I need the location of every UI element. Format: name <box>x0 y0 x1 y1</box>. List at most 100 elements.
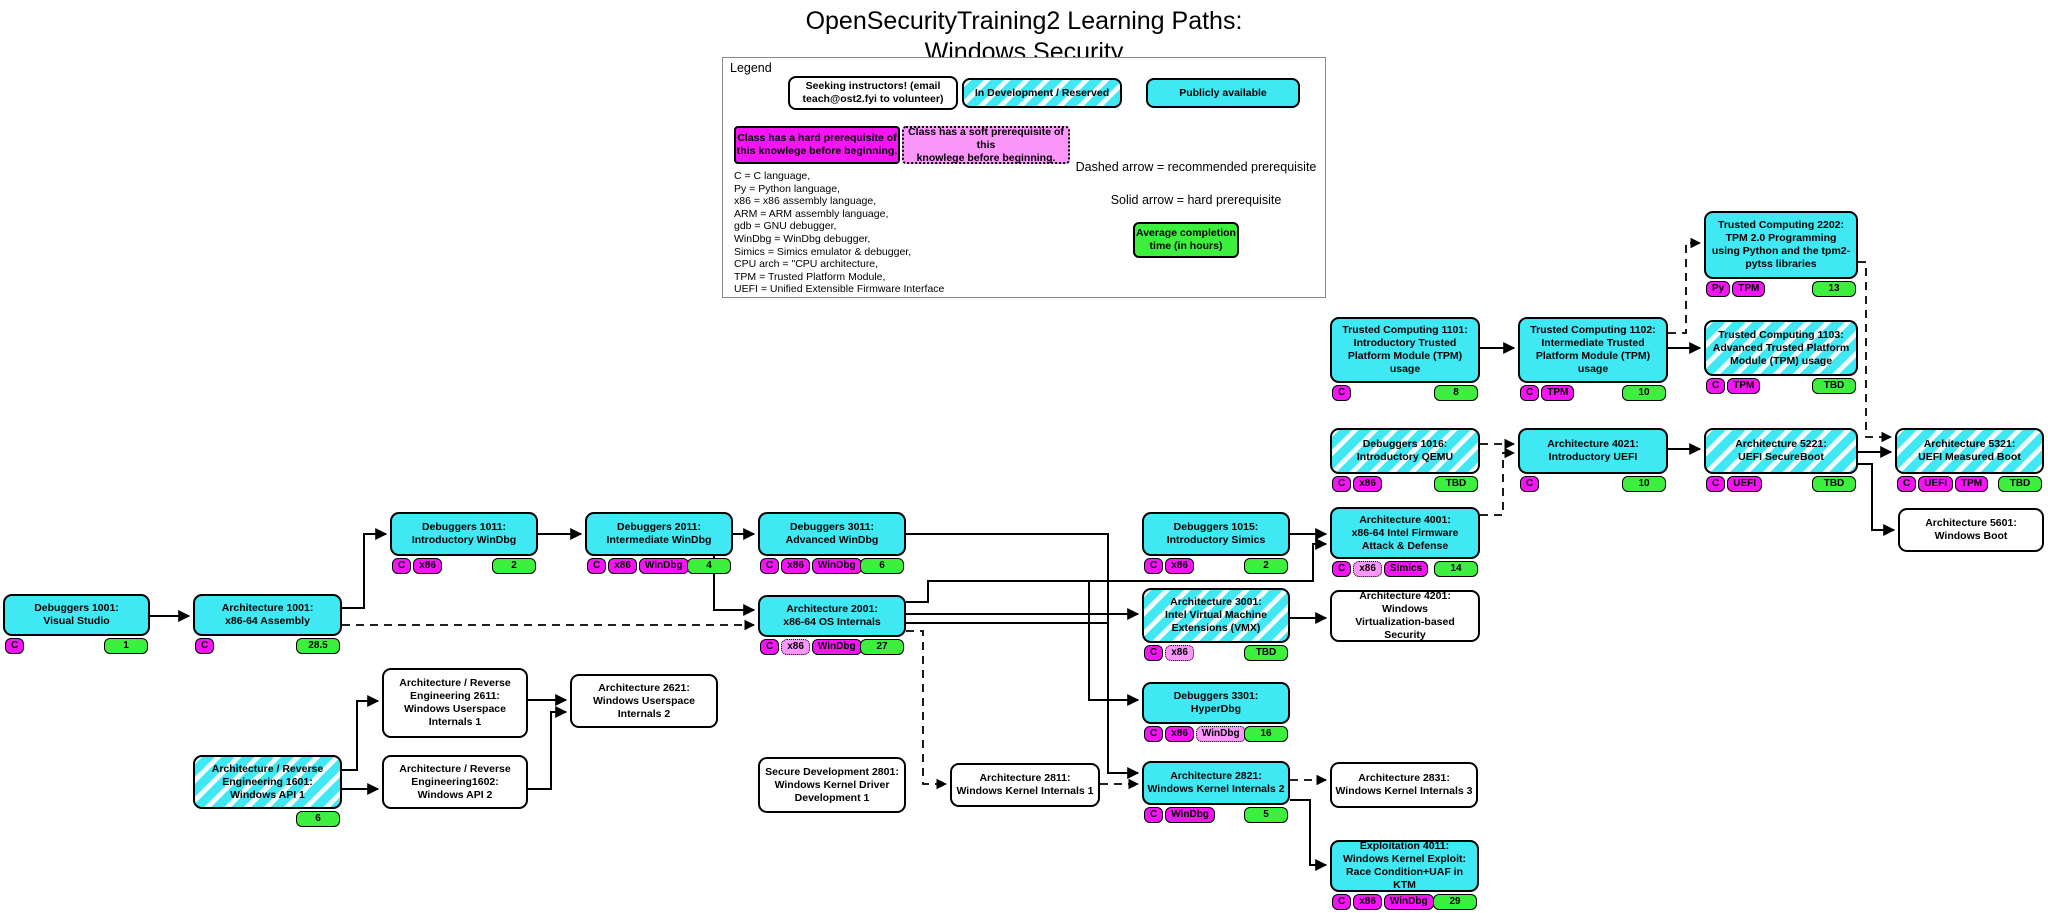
course-d1016[interactable]: Debuggers 1016: Introductory QEMU <box>1330 428 1480 474</box>
prereq-tag-tpm: TPM <box>1732 281 1766 297</box>
prereq-tag-windbg: WinDbg <box>1195 726 1246 742</box>
prereq-tags-a4021: C <box>1520 476 1540 492</box>
prereq-tag-c: C <box>1144 726 1164 742</box>
course-tc1103[interactable]: Trusted Computing 1103: Advanced Trusted… <box>1704 320 1858 376</box>
prereq-tag-c: C <box>195 638 215 654</box>
abbrev-gdb: gdb = GNU debugger, <box>734 220 837 233</box>
course-title: Trusted Computing 1102: Intermediate Tru… <box>1530 324 1656 375</box>
course-title: Architecture 2001: x86-64 OS Internals <box>783 603 881 628</box>
legend-title: Legend <box>730 61 772 75</box>
time-badge-a4021: 10 <box>1622 476 1666 492</box>
prereq-tag-windbg: WinDbg <box>1165 807 1215 823</box>
course-d3011[interactable]: Debuggers 3011: Advanced WinDbg <box>758 512 906 556</box>
prereq-tag-uefi: UEFI <box>1727 476 1763 492</box>
prereq-tag-tpm: TPM <box>1955 476 1989 492</box>
prereq-tag-x86: x86 <box>1353 561 1382 577</box>
course-a2811[interactable]: Architecture 2811: Windows Kernel Intern… <box>950 763 1100 807</box>
edge-a2001-a2821 <box>906 622 1140 779</box>
time-badge-d3011: 6 <box>860 558 904 574</box>
prereq-tag-c: C <box>392 558 412 574</box>
time-badge-d2011: 4 <box>687 558 731 574</box>
course-a5321[interactable]: Architecture 5321: UEFI Measured Boot <box>1895 428 2044 474</box>
course-title: Debuggers 1015: Introductory Simics <box>1166 521 1266 546</box>
course-title: Architecture / Reverse Engineering 1601:… <box>211 762 324 801</box>
course-title: Architecture 2831: Windows Kernel Intern… <box>1335 772 1473 797</box>
prereq-tag-c: C <box>587 558 607 574</box>
prereq-tag-c: C <box>1144 645 1164 661</box>
course-title: Architecture / Reverse Engineering 2611:… <box>399 677 511 728</box>
course-a2001[interactable]: Architecture 2001: x86-64 OS Internals <box>758 595 906 637</box>
course-tc2202[interactable]: Trusted Computing 2202: TPM 2.0 Programm… <box>1704 211 1858 279</box>
time-badge-d1016: TBD <box>1434 476 1478 492</box>
course-a2831[interactable]: Architecture 2831: Windows Kernel Intern… <box>1330 762 1478 808</box>
time-badge-a1001: 28.5 <box>296 638 340 654</box>
edge-d3011-a2821 <box>906 533 1109 623</box>
edge-tc2202-a5321 <box>1858 261 1893 443</box>
course-are1601[interactable]: Architecture / Reverse Engineering 1601:… <box>193 755 342 809</box>
course-tc1102[interactable]: Trusted Computing 1102: Intermediate Tru… <box>1518 317 1668 383</box>
course-a2821[interactable]: Architecture 2821: Windows Kernel Intern… <box>1142 761 1290 805</box>
legend-abbreviations: C = C language, Py = Python language, x8… <box>734 170 944 296</box>
time-badge-a4001: 14 <box>1434 561 1478 577</box>
course-title: Debuggers 1016: Introductory QEMU <box>1356 438 1454 463</box>
course-tc1101[interactable]: Trusted Computing 1101: Introductory Tru… <box>1330 317 1480 383</box>
prereq-tag-uefi: UEFI <box>1918 476 1954 492</box>
course-sd2801[interactable]: Secure Development 2801: Windows Kernel … <box>758 757 906 813</box>
course-a3001[interactable]: Architecture 3001: Intel Virtual Machine… <box>1142 588 1290 643</box>
course-a4001[interactable]: Architecture 4001: x86-64 Intel Firmware… <box>1330 507 1480 559</box>
abbrev-py: Py = Python language, <box>734 182 840 195</box>
time-badge-a2821: 5 <box>1244 807 1288 823</box>
prereq-tag-c: C <box>1332 385 1352 401</box>
prereq-tag-simics: Simics <box>1383 561 1429 577</box>
edge-a2821-e4011 <box>1290 799 1328 871</box>
course-title: Architecture 5321: UEFI Measured Boot <box>1918 438 2021 463</box>
time-badge-are1601: 6 <box>296 811 340 827</box>
abbrev-tpm: TPM = Trusted Platform Module, <box>734 270 886 283</box>
time-badge-a2001: 27 <box>860 639 904 655</box>
legend-solid-arrow-label: Solid arrow = hard prerequisite <box>1110 193 1282 207</box>
prereq-tags-d1001: C <box>5 638 25 654</box>
course-d3301[interactable]: Debuggers 3301: HyperDbg <box>1142 682 1290 724</box>
prereq-tag-windbg: WinDbg <box>811 639 862 655</box>
course-a2621[interactable]: Architecture 2621: Windows Userspace Int… <box>570 674 718 728</box>
prereq-tag-x86: x86 <box>1165 726 1194 742</box>
abbrev-cpu-arch: CPU arch = "CPU architecture, <box>734 258 879 271</box>
legend-hard-prereq-sample: Class has a hard prerequisite of this kn… <box>734 126 900 164</box>
course-d1011[interactable]: Debuggers 1011: Introductory WinDbg <box>390 512 538 556</box>
course-title: Architecture 4201: Windows Virtualizatio… <box>1355 590 1455 641</box>
course-d1015[interactable]: Debuggers 1015: Introductory Simics <box>1142 512 1290 556</box>
abbrev-uefi: UEFI = Unified Extensible Firmware Inter… <box>734 283 945 296</box>
course-a4201[interactable]: Architecture 4201: Windows Virtualizatio… <box>1330 590 1480 642</box>
legend-in-development-sample: In Development / Reserved <box>962 78 1122 108</box>
time-badge-e4011: 29 <box>1433 894 1477 910</box>
course-a5221[interactable]: Architecture 5221: UEFI SecureBoot <box>1704 428 1858 474</box>
course-d2011[interactable]: Debuggers 2011: Intermediate WinDbg <box>585 512 733 556</box>
course-a1001[interactable]: Architecture 1001: x86-64 Assembly <box>193 594 342 636</box>
course-title: Debuggers 1011: Introductory WinDbg <box>411 521 517 546</box>
course-title: Architecture 5601: Windows Boot <box>1925 517 2017 542</box>
prereq-tag-windbg: WinDbg <box>811 558 862 574</box>
prereq-tag-c: C <box>1520 476 1540 492</box>
time-badge-tc1103: TBD <box>1812 378 1856 394</box>
prereq-tag-c: C <box>760 639 780 655</box>
course-a5601[interactable]: Architecture 5601: Windows Boot <box>1898 508 2044 552</box>
course-e4011[interactable]: Exploitation 4011: Windows Kernel Exploi… <box>1330 840 1479 892</box>
prereq-tag-c: C <box>1706 476 1726 492</box>
abbrev-arm: ARM = ARM assembly language, <box>734 207 889 220</box>
course-are1602[interactable]: Architecture / Reverse Engineering1602: … <box>382 755 528 809</box>
course-d1001[interactable]: Debuggers 1001: Visual Studio <box>3 594 150 636</box>
abbrev-windbg: WinDbg = WinDbg debugger, <box>734 232 871 245</box>
course-are2611[interactable]: Architecture / Reverse Engineering 2611:… <box>382 668 528 738</box>
course-a4021[interactable]: Architecture 4021: Introductory UEFI <box>1518 428 1668 474</box>
